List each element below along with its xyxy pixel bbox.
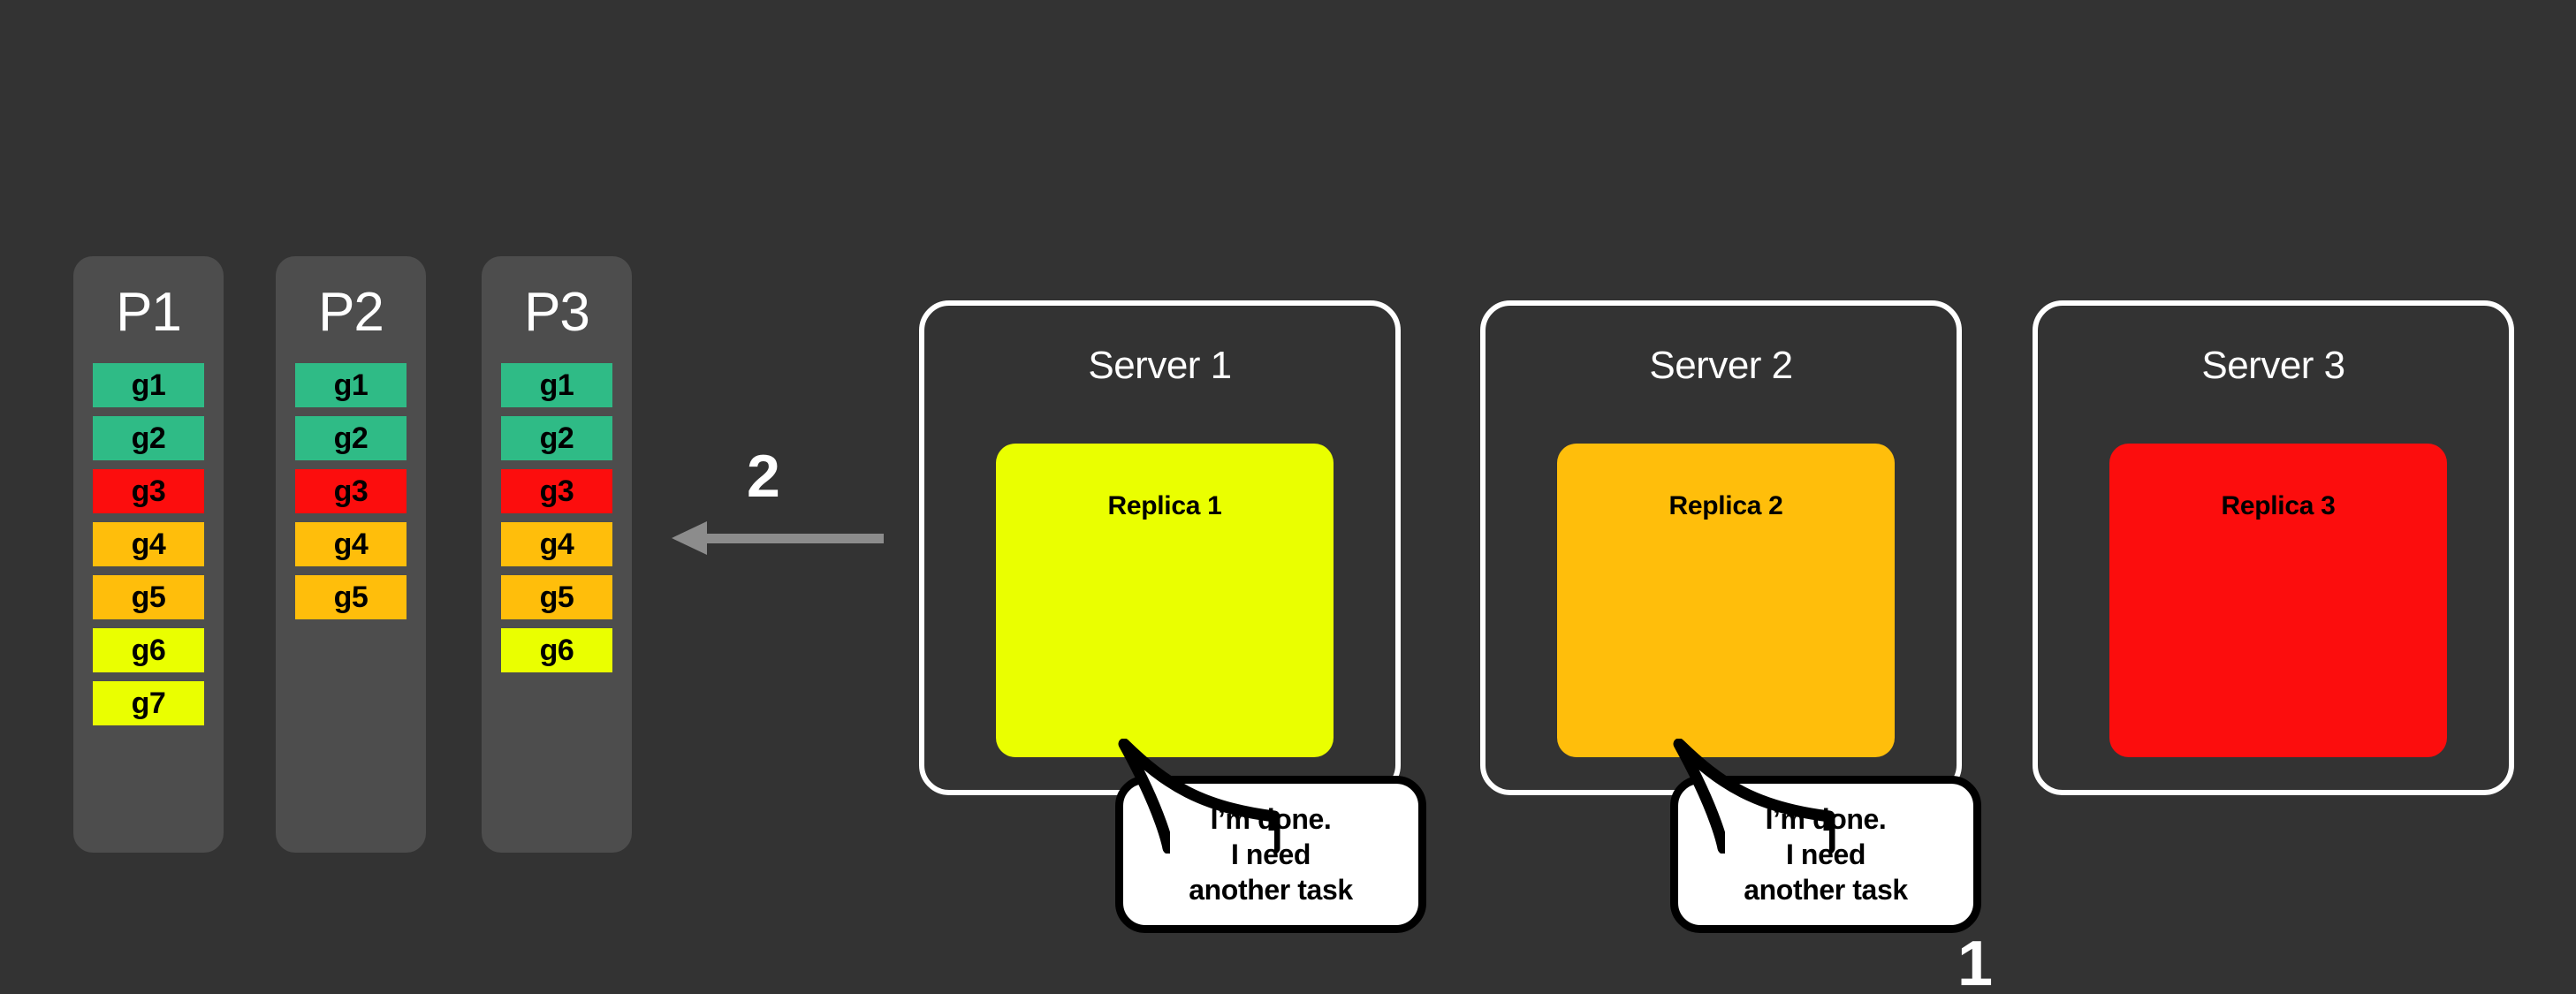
server-title-1: Server 1 <box>1088 344 1232 387</box>
group-block: g5 <box>295 575 407 619</box>
speech-bubble-tail-icon <box>1118 739 1280 854</box>
group-block: g4 <box>295 522 407 566</box>
replica-label-2: Replica 2 <box>1668 491 1783 520</box>
group-block: g7 <box>93 681 204 725</box>
partition-column-p3: P3 g1 g2 g3 g4 g5 g6 <box>482 256 632 853</box>
replica-label-1: Replica 1 <box>1107 491 1222 520</box>
group-block: g6 <box>93 628 204 672</box>
server-box-3: Server 3 Replica 3 <box>2033 300 2514 795</box>
step-number-2: 2 <box>747 443 780 510</box>
partition-title-p3: P3 <box>524 282 590 343</box>
replica-box-1: Replica 1 <box>996 444 1334 757</box>
group-block: g2 <box>93 416 204 460</box>
partition-column-p1: P1 g1 g2 g3 g4 g5 g6 g7 <box>73 256 224 853</box>
replica-box-2: Replica 2 <box>1557 444 1895 757</box>
group-block: g1 <box>93 363 204 407</box>
arrow-shaft <box>703 534 884 543</box>
group-block: g2 <box>295 416 407 460</box>
arrow-head-icon <box>672 521 707 555</box>
replica-box-3: Replica 3 <box>2109 444 2447 757</box>
partition-title-p1: P1 <box>116 282 182 343</box>
group-stack-p2: g1 g2 g3 g4 g5 <box>276 340 426 646</box>
speech-bubble-tail-icon <box>1673 739 1835 854</box>
step-number-1: 1 <box>1957 929 1994 994</box>
group-block: g5 <box>93 575 204 619</box>
group-stack-p3: g1 g2 g3 g4 g5 g6 <box>482 340 632 699</box>
group-block: g5 <box>501 575 612 619</box>
group-block: g6 <box>501 628 612 672</box>
group-block: g3 <box>295 469 407 513</box>
group-block: g1 <box>501 363 612 407</box>
group-block: g2 <box>501 416 612 460</box>
group-stack-p1: g1 g2 g3 g4 g5 g6 g7 <box>73 340 224 752</box>
speech-bubble-server-2: I’m done. I need another task <box>1670 739 1981 933</box>
server-title-2: Server 2 <box>1649 344 1793 387</box>
partition-title-p2: P2 <box>318 282 384 343</box>
speech-bubble-server-1: I’m done. I need another task <box>1115 739 1426 933</box>
group-block: g4 <box>501 522 612 566</box>
server-box-1: Server 1 Replica 1 <box>919 300 1401 795</box>
replica-label-3: Replica 3 <box>2221 491 2336 520</box>
partition-column-p2: P2 g1 g2 g3 g4 g5 <box>276 256 426 853</box>
server-box-2: Server 2 Replica 2 <box>1480 300 1962 795</box>
flow-arrow-left <box>672 521 884 555</box>
group-block: g1 <box>295 363 407 407</box>
group-block: g4 <box>93 522 204 566</box>
server-title-3: Server 3 <box>2201 344 2345 387</box>
group-block: g3 <box>93 469 204 513</box>
group-block: g3 <box>501 469 612 513</box>
